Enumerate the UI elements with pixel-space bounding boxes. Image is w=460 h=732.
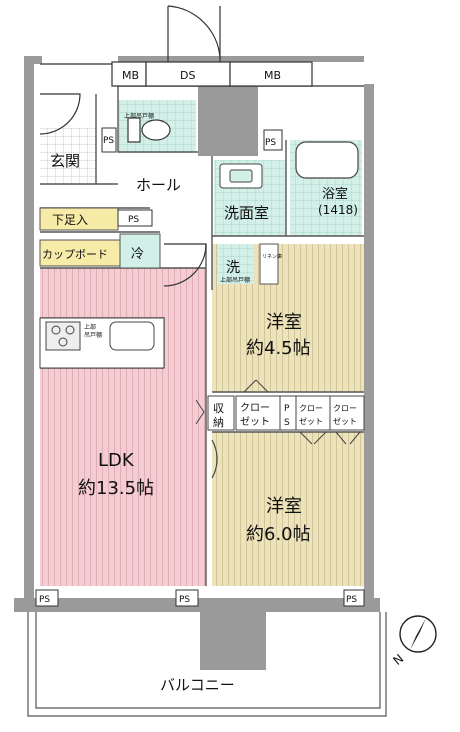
sink-icon [109, 321, 155, 351]
balcony [27, 612, 387, 717]
ds-label: DS [180, 69, 195, 82]
fridge-box [119, 233, 161, 269]
washer-floor [218, 244, 254, 284]
top-fixtures [111, 61, 313, 87]
entrance-label: 玄関 [50, 152, 80, 170]
hall-label: ホール [136, 176, 181, 194]
western-b-door[interactable] [211, 439, 218, 479]
ps-bottom-3: PS [346, 595, 357, 605]
mb-right-label: MB [264, 69, 281, 82]
closet-row [207, 395, 365, 431]
storage-label-1: 収 [213, 402, 224, 415]
western-a-size: 約4.5帖 [246, 338, 311, 359]
linen-label: リネン庫 [262, 253, 282, 260]
north-arrow-icon: N [390, 615, 437, 668]
upper-storage-washer: 上部吊戸棚 [220, 276, 250, 284]
hall-door[interactable] [163, 243, 207, 287]
kitchen-floor [40, 370, 206, 384]
closet-2-label-a: クロー [299, 404, 323, 413]
western-b-floor [212, 432, 364, 586]
cupboard-label: カップボード [42, 248, 108, 261]
washer-label: 洗 [226, 260, 240, 276]
bathtub-icon [295, 141, 359, 179]
washbasin-icon [229, 169, 253, 183]
closet-3-label-a: クロー [333, 404, 357, 413]
shoe-storage-label: 下足入 [52, 213, 88, 227]
toilet-icon [127, 117, 171, 143]
ps-bottom-1: PS [39, 595, 50, 605]
upper-storage-kitchen-1: 上部 [84, 323, 96, 331]
ps-closet-label-1: P [284, 404, 290, 414]
ps-toilet-label: PS [103, 136, 114, 146]
ps-closet-label-2: S [284, 418, 290, 428]
mb-left-label: MB [122, 69, 139, 82]
ldk-size: 約13.5帖 [78, 478, 154, 499]
upper-storage-toilet: 上部吊戸棚 [124, 112, 154, 120]
closet-3-label-b: ゼット [333, 416, 357, 426]
walls [14, 56, 380, 670]
fridge-label: 冷 [131, 247, 144, 262]
bath-name: 浴室 [322, 186, 348, 202]
western-b-size: 約6.0帖 [246, 524, 311, 545]
closet-1-label-b: ゼット [240, 416, 270, 428]
upper-storage-kitchen-2: 吊戸棚 [84, 331, 102, 339]
western-b-name: 洋室 [266, 496, 302, 517]
entrance-door[interactable] [39, 93, 81, 135]
svg-text:N: N [390, 651, 406, 667]
front-door[interactable] [167, 5, 221, 62]
storage-label-2: 納 [213, 416, 224, 429]
bath-size: (1418) [318, 203, 358, 217]
balcony-label: バルコニー [160, 676, 235, 694]
stove-icon [45, 321, 81, 351]
washroom-label: 洗面室 [224, 204, 269, 222]
ps-bottom-2: PS [179, 595, 190, 605]
ldk-floor [40, 268, 206, 586]
closet-1-label-a: クロー [240, 402, 270, 414]
ldk-name: LDK [98, 450, 135, 471]
entrance-floor [40, 128, 96, 184]
western-a-name: 洋室 [266, 312, 302, 333]
ps-kitchen-label: PS [128, 215, 139, 225]
closet-2-label-b: ゼット [299, 416, 323, 426]
closet-doors[interactable] [195, 379, 361, 445]
bottom-ps-boxes [35, 589, 365, 607]
ps-bath-label: PS [265, 138, 276, 148]
